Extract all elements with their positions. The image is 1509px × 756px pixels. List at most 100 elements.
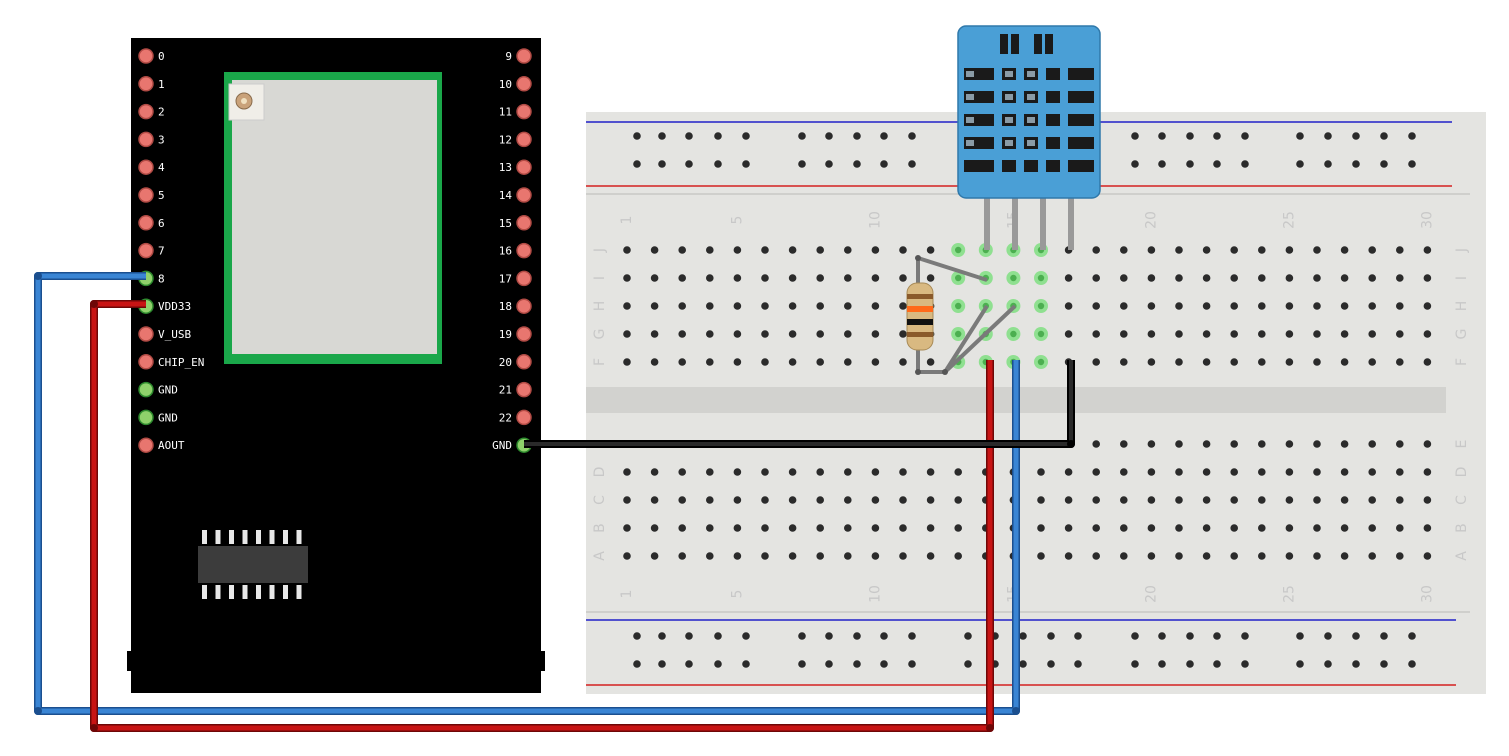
rail-hole[interactable] <box>633 632 641 640</box>
rail-hole[interactable] <box>1296 660 1304 668</box>
breadboard-hole[interactable] <box>1064 274 1073 282</box>
breadboard-hole[interactable] <box>788 274 797 282</box>
breadboard-hole[interactable] <box>1092 552 1100 560</box>
rail-hole[interactable] <box>825 660 833 668</box>
breadboard-hole[interactable] <box>871 330 880 338</box>
breadboard-hole[interactable] <box>1092 496 1100 504</box>
breadboard-hole[interactable] <box>1368 468 1376 476</box>
breadboard-hole[interactable] <box>1147 246 1156 254</box>
breadboard-hole[interactable] <box>1202 552 1211 560</box>
pin-pad[interactable] <box>516 326 532 342</box>
breadboard-hole[interactable] <box>899 302 907 310</box>
breadboard-hole[interactable] <box>1230 358 1238 366</box>
breadboard-hole[interactable] <box>1313 246 1321 254</box>
rail-hole[interactable] <box>1241 160 1249 168</box>
pin-pad[interactable] <box>138 131 154 148</box>
breadboard-hole[interactable] <box>706 524 714 532</box>
pin-pad[interactable] <box>138 187 154 203</box>
pin-pad[interactable] <box>138 437 154 453</box>
breadboard-hole[interactable] <box>1175 246 1183 254</box>
rail-hole[interactable] <box>658 660 666 668</box>
breadboard-hole[interactable] <box>788 552 797 560</box>
breadboard-hole[interactable] <box>1092 468 1100 476</box>
breadboard-hole[interactable] <box>650 246 659 254</box>
breadboard-hole[interactable] <box>650 274 659 282</box>
pin-pad[interactable] <box>516 215 532 231</box>
breadboard-hole[interactable] <box>1285 358 1294 366</box>
breadboard-hole[interactable] <box>1064 330 1073 338</box>
pin-pad[interactable] <box>516 298 532 314</box>
rail-hole[interactable] <box>825 632 833 640</box>
breadboard-hole[interactable] <box>1120 468 1128 476</box>
breadboard-hole[interactable] <box>733 246 742 254</box>
breadboard-hole[interactable] <box>678 468 686 476</box>
breadboard-hole[interactable] <box>623 358 631 366</box>
breadboard-hole[interactable] <box>733 274 742 282</box>
rail-hole[interactable] <box>714 132 722 140</box>
rail-hole[interactable] <box>1047 660 1055 668</box>
rail-hole[interactable] <box>685 632 693 640</box>
rail-hole[interactable] <box>1186 132 1194 140</box>
breadboard-hole[interactable] <box>788 246 797 254</box>
breadboard-hole[interactable] <box>1313 468 1321 476</box>
rail-hole[interactable] <box>1186 660 1194 668</box>
breadboard-hole[interactable] <box>1092 302 1100 310</box>
rail-hole[interactable] <box>1213 132 1221 140</box>
rail-hole[interactable] <box>1019 660 1027 668</box>
breadboard-hole[interactable] <box>899 358 907 366</box>
breadboard-hole[interactable] <box>1340 440 1349 448</box>
breadboard-hole[interactable] <box>1368 246 1376 254</box>
rail-hole[interactable] <box>658 132 666 140</box>
breadboard-hole[interactable] <box>1285 524 1294 532</box>
breadboard-hole[interactable] <box>1147 496 1156 504</box>
breadboard-hole[interactable] <box>1423 302 1432 310</box>
rail-hole[interactable] <box>1019 632 1027 640</box>
breadboard-hole[interactable] <box>678 552 686 560</box>
breadboard-hole[interactable] <box>1258 246 1266 254</box>
rail-hole[interactable] <box>1074 632 1082 640</box>
breadboard-hole[interactable] <box>1396 440 1404 448</box>
breadboard-hole[interactable] <box>1313 358 1321 366</box>
breadboard-hole[interactable] <box>1092 358 1100 366</box>
breadboard-hole[interactable] <box>706 496 714 504</box>
rail-hole[interactable] <box>853 160 861 168</box>
breadboard-hole[interactable] <box>899 496 907 504</box>
pin-pad[interactable] <box>516 381 532 398</box>
breadboard-hole[interactable] <box>1423 496 1432 504</box>
breadboard-hole[interactable] <box>1368 274 1376 282</box>
breadboard-hole[interactable] <box>1120 524 1128 532</box>
breadboard-hole[interactable] <box>1423 440 1432 448</box>
breadboard-hole[interactable] <box>844 468 852 476</box>
breadboard-hole[interactable] <box>623 330 631 338</box>
rail-hole[interactable] <box>908 660 916 668</box>
pin-pad[interactable] <box>516 48 532 64</box>
breadboard-hole[interactable] <box>926 358 935 366</box>
breadboard-hole[interactable] <box>1175 524 1183 532</box>
breadboard-hole[interactable] <box>844 246 852 254</box>
breadboard-hole[interactable] <box>788 330 797 338</box>
rail-hole[interactable] <box>798 160 806 168</box>
rail-hole[interactable] <box>1352 632 1360 640</box>
breadboard-hole[interactable] <box>1175 440 1183 448</box>
breadboard-hole[interactable] <box>761 302 769 310</box>
breadboard-hole[interactable] <box>1423 330 1432 338</box>
breadboard-hole[interactable] <box>733 524 742 532</box>
pin-pad[interactable] <box>138 409 154 426</box>
breadboard-hole[interactable] <box>1285 468 1294 476</box>
breadboard-hole[interactable] <box>1120 274 1128 282</box>
breadboard-hole[interactable] <box>1285 302 1294 310</box>
rail-hole[interactable] <box>825 132 833 140</box>
breadboard-hole[interactable] <box>871 552 880 560</box>
breadboard-hole[interactable] <box>1147 440 1156 448</box>
breadboard-hole[interactable] <box>1368 552 1376 560</box>
breadboard-hole[interactable] <box>1202 274 1211 282</box>
breadboard-hole[interactable] <box>1120 246 1128 254</box>
breadboard-hole[interactable] <box>623 468 631 476</box>
breadboard-hole[interactable] <box>650 524 659 532</box>
pin-pad[interactable] <box>516 242 532 259</box>
rail-hole[interactable] <box>908 132 916 140</box>
breadboard-hole[interactable] <box>1258 330 1266 338</box>
breadboard-hole[interactable] <box>844 496 852 504</box>
rail-hole[interactable] <box>798 660 806 668</box>
rail-hole[interactable] <box>1158 132 1166 140</box>
